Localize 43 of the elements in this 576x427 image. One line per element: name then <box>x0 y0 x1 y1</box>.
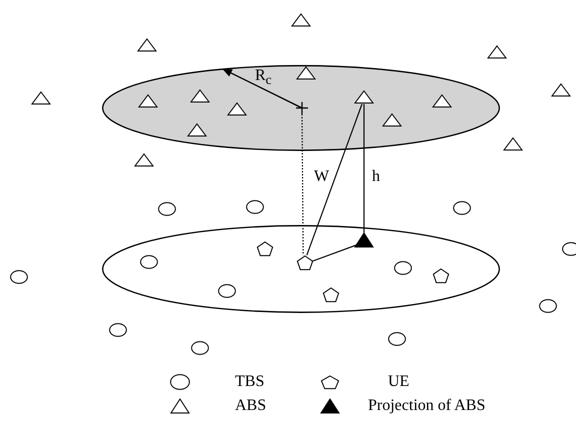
triangle-marker <box>31 91 51 105</box>
edge-label: R$_{c}$ <box>255 67 272 90</box>
edge-label: h <box>372 168 380 186</box>
legend-label: Projection of ABS <box>368 397 486 415</box>
circle-marker <box>10 270 28 284</box>
pentagon-marker <box>256 240 274 256</box>
circle-marker <box>246 200 264 214</box>
triangle-marker <box>187 123 207 137</box>
triangle-marker <box>503 137 523 151</box>
triangle-marker <box>382 113 402 127</box>
circle-marker <box>158 202 176 216</box>
pentagon-marker <box>322 286 340 302</box>
coverage-ellipse <box>102 225 500 313</box>
circle-marker <box>453 201 471 215</box>
legend-label: TBS <box>235 373 264 391</box>
triangle-marker <box>138 94 158 108</box>
legend-label: ABS <box>235 397 266 415</box>
triangle-marker <box>137 38 157 52</box>
coverage-ellipse <box>102 65 500 151</box>
circle-marker <box>388 332 406 346</box>
triangle-marker <box>354 90 374 104</box>
connector-line <box>312 244 358 262</box>
pentagon-marker <box>432 266 450 284</box>
center-mark <box>296 102 308 114</box>
circle-marker <box>191 341 209 355</box>
edge-label: W <box>314 168 330 186</box>
triangle-marker <box>134 153 154 167</box>
circle-marker <box>109 323 127 337</box>
triangle-marker <box>432 94 452 108</box>
triangle-marker <box>190 89 210 103</box>
triangle-marker <box>487 45 507 59</box>
circle-marker <box>539 299 557 313</box>
pentagon-marker <box>296 254 314 270</box>
triangle-marker <box>291 13 311 27</box>
connector-line <box>306 104 363 256</box>
triangle-marker <box>551 83 571 97</box>
triangle-marker <box>227 102 247 116</box>
triangle-marker <box>354 232 374 248</box>
legend-label: UE <box>388 373 410 391</box>
connector-line <box>301 114 304 256</box>
connector-line <box>363 104 365 233</box>
triangle-marker <box>296 66 316 80</box>
arrow <box>222 68 302 109</box>
